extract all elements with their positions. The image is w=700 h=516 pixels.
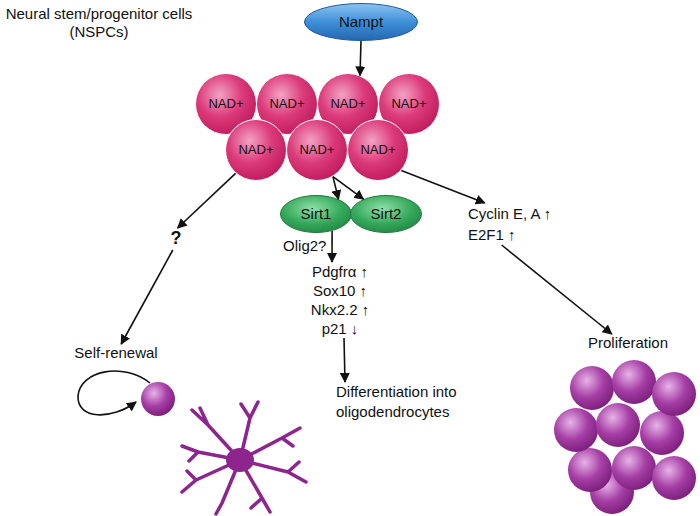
metabolite-circle: NAD+ (225, 119, 287, 181)
proliferating-cell (652, 456, 696, 500)
edge-label: Olig2? (283, 237, 326, 255)
gene-list: Pdgfrα ↑ Sox10 ↑ Nkx2.2 ↑ p21 ↓ (300, 262, 380, 338)
metabolite-circle: NAD+ (347, 119, 409, 181)
cell-type-label: Neural stem/progenitor cells (NSPCs) (0, 5, 198, 41)
proliferating-cell (596, 403, 640, 447)
node-text: Self-renewal (64, 344, 168, 362)
node-text: NAD+ (391, 96, 426, 112)
stem-cell (141, 382, 175, 416)
proliferating-cell (652, 372, 696, 416)
metabolite-circle (226, 120, 287, 181)
node-text: Nampt (339, 13, 383, 31)
self-renewal-loop (78, 371, 150, 415)
proliferating-cell (612, 360, 656, 404)
node-text: Sirt1 (301, 205, 332, 223)
proliferating-cell (570, 366, 614, 410)
oligodendrocyte-body (226, 448, 254, 472)
arrow-connector (331, 231, 333, 262)
sirtuin-ellipse (351, 196, 422, 233)
outcome-label: Differentiation into oligodendrocytes (336, 382, 486, 422)
proliferating-cell (640, 411, 684, 455)
gene-list: Cyclin E, A ↑ E2F1 ↑ (468, 203, 580, 245)
metabolite-circle (348, 120, 409, 181)
arrow-connector (502, 245, 612, 334)
node-text: Proliferation (574, 334, 682, 352)
arrow-connector (359, 41, 362, 75)
arrow-connector (333, 177, 364, 200)
node-text: NAD+ (269, 96, 304, 112)
proliferating-cell (554, 408, 598, 452)
sirtuin-ellipse: Sirt2 (350, 195, 422, 233)
unknown-mediator: ? (168, 228, 184, 250)
node-text: ? (168, 228, 184, 249)
outcome-label: Self-renewal (64, 344, 168, 364)
outcome-label: Proliferation (574, 334, 682, 354)
proliferating-cell (612, 446, 656, 490)
proliferating-cell (568, 448, 612, 492)
sirtuin-ellipse: Sirt1 (280, 195, 352, 233)
arrow-connector (333, 177, 339, 200)
sirtuin-ellipse (281, 196, 352, 233)
node-text: Pdgfrα ↑ Sox10 ↑ Nkx2.2 ↑ p21 ↓ (300, 262, 380, 338)
enzyme-ellipse: Nampt (304, 3, 418, 41)
metabolite-circle: NAD+ (286, 119, 348, 181)
node-text: Cyclin E, A ↑ E2F1 ↑ (468, 203, 580, 245)
oligodendrocyte-processes (182, 402, 306, 514)
arrow-connector (178, 173, 236, 228)
arrow-connector (344, 338, 345, 382)
node-text: NAD+ (330, 96, 365, 112)
arrow-connector (121, 250, 173, 344)
node-text: NAD+ (299, 142, 334, 158)
node-text: NAD+ (238, 142, 273, 158)
enzyme-ellipse (305, 4, 418, 41)
arrow-connector (401, 170, 484, 203)
node-text: NAD+ (360, 142, 395, 158)
node-text: Sirt2 (371, 205, 402, 223)
node-text: Differentiation into oligodendrocytes (336, 382, 486, 422)
node-text: NAD+ (208, 96, 243, 112)
metabolite-circle (287, 120, 348, 181)
